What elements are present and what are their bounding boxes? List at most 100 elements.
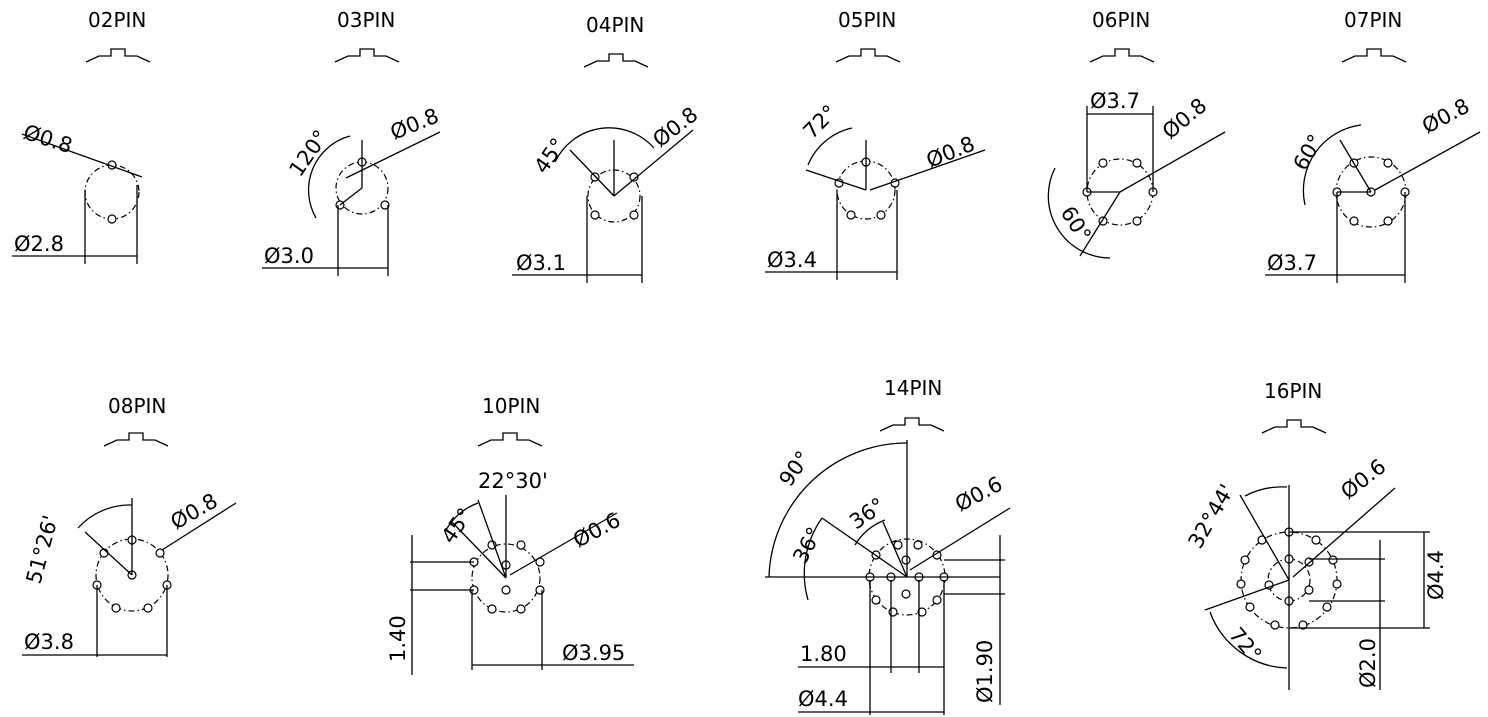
angle-arc bbox=[1047, 167, 1111, 259]
pin-hole bbox=[1311, 535, 1321, 545]
pin-hole bbox=[917, 607, 927, 617]
angle-label: 120° bbox=[284, 126, 333, 181]
diagram-10pin: 10PIN 22°30' 45° Ø0.6 Ø3.95 1.40 bbox=[386, 394, 634, 675]
circle-diameter-label: Ø3.7 bbox=[1267, 251, 1317, 275]
pin-hole bbox=[487, 604, 497, 614]
pin-hole bbox=[516, 604, 526, 614]
pin-hole bbox=[501, 585, 511, 595]
pin-hole bbox=[143, 603, 153, 613]
key-symbol bbox=[583, 53, 649, 68]
diagram-title: 02PIN bbox=[88, 8, 146, 32]
center-line bbox=[84, 531, 133, 576]
key-symbol bbox=[879, 417, 945, 432]
pin-hole bbox=[1298, 620, 1308, 630]
pin-hole bbox=[871, 595, 881, 605]
pin-hole bbox=[876, 210, 886, 220]
pin-hole bbox=[629, 210, 639, 220]
leader-line bbox=[509, 512, 618, 576]
pin-diameter-label: Ø0.8 bbox=[923, 132, 978, 173]
angle-arc bbox=[307, 135, 351, 219]
angle-arc bbox=[77, 504, 133, 529]
pitch-circle bbox=[95, 538, 169, 612]
leader-line bbox=[21, 133, 143, 178]
diagram-08pin: 08PIN 51°26' Ø0.8 Ø3.8 bbox=[22, 394, 237, 657]
pin-diameter-label: Ø0.8 bbox=[1158, 93, 1212, 143]
pin-hole bbox=[901, 555, 911, 565]
pin-hole bbox=[1328, 555, 1338, 565]
center-line bbox=[805, 169, 867, 191]
key-symbol bbox=[334, 48, 400, 63]
angle-arc bbox=[554, 127, 655, 163]
pin-hole bbox=[1132, 158, 1142, 168]
pin-hole bbox=[111, 603, 121, 613]
angle-label: 72° bbox=[799, 100, 842, 143]
center-line bbox=[451, 521, 507, 579]
leader-line bbox=[613, 129, 694, 197]
diagram-title: 07PIN bbox=[1344, 8, 1402, 32]
pin-hole bbox=[1270, 620, 1280, 630]
leader-line bbox=[161, 502, 237, 551]
pin-hole bbox=[107, 214, 117, 224]
leader-line bbox=[869, 149, 986, 191]
diagram-04pin: 04PIN 45° Ø0.8 Ø3.1 bbox=[512, 13, 702, 283]
pin-hole bbox=[629, 172, 639, 182]
pin-hole bbox=[1132, 216, 1142, 226]
diagram-title: 06PIN bbox=[1092, 8, 1150, 32]
angle-arc bbox=[807, 127, 853, 166]
angle-arc bbox=[803, 517, 823, 601]
key-symbol bbox=[835, 48, 901, 63]
pin-diameter-label: Ø0.8 bbox=[167, 489, 222, 535]
pin-hole bbox=[535, 585, 545, 595]
pin-hole bbox=[1236, 579, 1246, 589]
pin-hole bbox=[888, 607, 898, 617]
center-line bbox=[1079, 191, 1121, 257]
pin-hole bbox=[901, 589, 911, 599]
pin-hole bbox=[516, 540, 526, 550]
pin-hole bbox=[1240, 555, 1250, 565]
diagram-07pin: 07PIN 60° Ø0.8 Ø3.7 bbox=[1265, 8, 1481, 283]
leader-line bbox=[345, 131, 441, 179]
diagram-03pin: 03PIN 120° Ø0.8 Ø3.0 bbox=[262, 8, 442, 276]
outer-dimension-label: Ø4.4 bbox=[1424, 550, 1448, 600]
pin-hole bbox=[1322, 602, 1332, 612]
leader-line bbox=[1374, 131, 1481, 191]
angle-label: 72° bbox=[1224, 623, 1266, 667]
center-line bbox=[477, 499, 507, 579]
pin-hole bbox=[1349, 216, 1359, 226]
leader-line bbox=[909, 507, 1011, 571]
center-line bbox=[1339, 139, 1372, 193]
key-symbol bbox=[1341, 48, 1407, 63]
diagram-14pin: 14PIN 90° 36° 36° Ø bbox=[765, 376, 1011, 715]
inner-dimension-label: 1.80 bbox=[800, 642, 847, 666]
center-line bbox=[1239, 494, 1290, 581]
pin-hole bbox=[1383, 158, 1393, 168]
diagram-05pin: 05PIN 72° Ø0.8 Ø3.4 bbox=[765, 8, 986, 280]
circle-diameter-label: Ø3.4 bbox=[767, 248, 817, 272]
diagram-06pin: 06PIN Ø3.7 Ø0.8 60° bbox=[1047, 8, 1226, 259]
angle-arc bbox=[854, 519, 886, 546]
pin-hole bbox=[1304, 585, 1314, 595]
diagram-title: 14PIN bbox=[884, 376, 942, 400]
leader-line bbox=[1119, 131, 1226, 193]
angle-label: 32°44' bbox=[1184, 480, 1240, 552]
inner-dimension-label: Ø2.0 bbox=[1356, 638, 1380, 688]
pin-hole bbox=[1245, 602, 1255, 612]
pin-hole bbox=[846, 210, 856, 220]
diagram-title: 05PIN bbox=[838, 8, 896, 32]
angle-arc bbox=[1209, 611, 1288, 669]
right-dimension-label: Ø1.90 bbox=[973, 640, 997, 703]
diagram-16pin: 16PIN 32°44' 72° Ø0.6 Ø4.4 bbox=[1184, 379, 1448, 690]
angle-arc bbox=[1244, 486, 1288, 497]
circle-diameter-label: Ø3.0 bbox=[264, 244, 314, 268]
angle-arc bbox=[1302, 124, 1362, 206]
pin-hole bbox=[155, 548, 165, 558]
pitch-circle bbox=[471, 543, 541, 613]
angle-label: 45° bbox=[529, 134, 570, 178]
angle-label: 51°26' bbox=[22, 513, 63, 587]
key-symbol bbox=[477, 432, 543, 447]
center-line bbox=[1204, 579, 1290, 611]
angle-label: 36° bbox=[788, 523, 827, 567]
circle-diameter-label: Ø3.1 bbox=[516, 251, 566, 275]
pin-diameter-label: Ø0.8 bbox=[387, 104, 442, 145]
